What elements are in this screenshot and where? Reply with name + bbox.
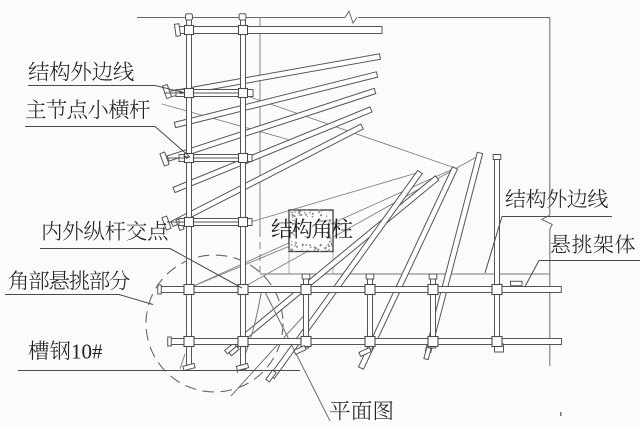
svg-text:10#: 10# [71,340,103,364]
